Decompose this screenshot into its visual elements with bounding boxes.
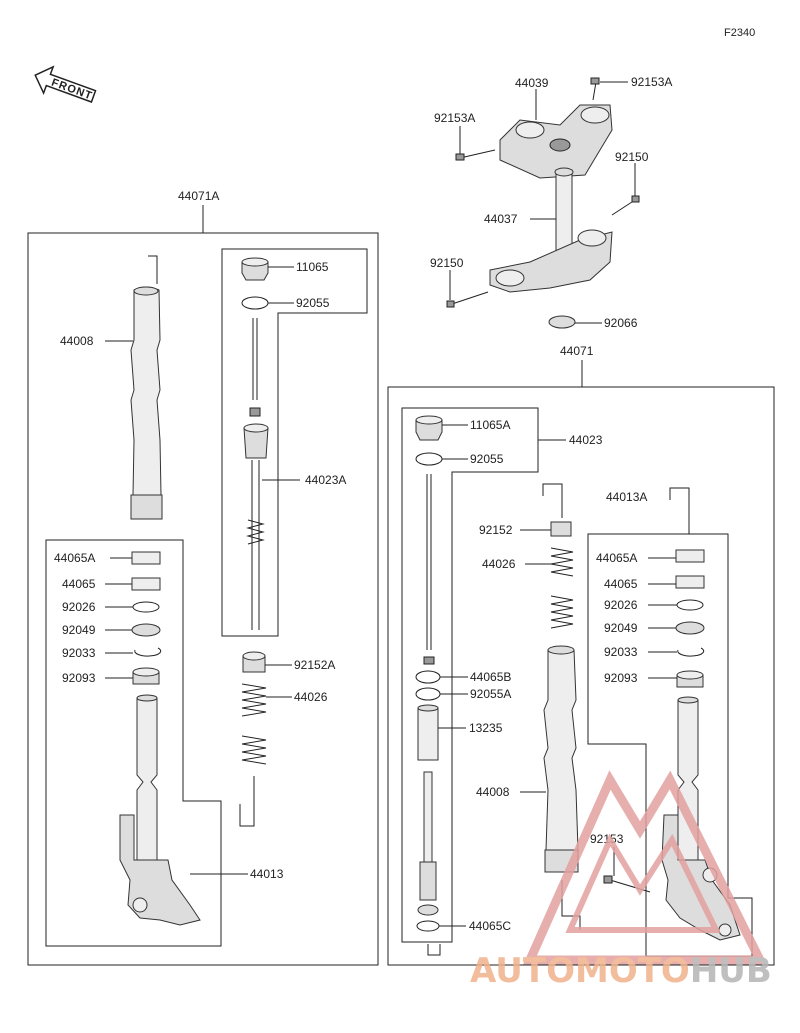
label-right-cylinder: 13235 xyxy=(469,721,503,735)
left-cartridge: 44023A xyxy=(243,318,346,630)
label-right-inner-assembly: 44023 xyxy=(569,433,603,447)
label-left-seal-0: 44065A xyxy=(54,551,95,565)
label-right-seal-5: 92093 xyxy=(604,671,638,685)
steering-assembly: 44039 92153A 92153A 44037 92150 92150 92… xyxy=(430,75,672,330)
label-left-spring: 44026 xyxy=(294,690,328,704)
left-outer-tube: 44013 xyxy=(119,694,284,926)
front-label: FRONT xyxy=(50,77,94,103)
left-fork-cap: 11065 92055 xyxy=(241,257,330,310)
label-right-cap: 11065A xyxy=(470,418,510,432)
label-left-seal-5: 92093 xyxy=(62,671,96,685)
label-bolt-left: 92150 xyxy=(430,256,464,270)
label-left-seal-4: 92033 xyxy=(62,646,96,660)
label-bolt-top-right: 92153A xyxy=(631,75,672,89)
label-upper-bracket: 44039 xyxy=(515,76,549,90)
label-right-oring: 92055A xyxy=(470,687,511,701)
label-left-tube: 44008 xyxy=(60,334,94,348)
label-left-assembly: 44071A xyxy=(178,189,219,203)
right-seals: 44065A 44065 92026 92049 92033 92093 xyxy=(596,549,705,688)
label-left-outer-tube: 44013 xyxy=(250,867,284,881)
svg-text:AUTOMOTOHUB: AUTOMOTOHUB xyxy=(470,951,772,991)
label-left-seal-3: 92049 xyxy=(62,623,96,637)
label-bolt-top-left: 92153A xyxy=(434,111,475,125)
label-right-nut: 92152 xyxy=(479,523,513,537)
label-left-seal-1: 44065 xyxy=(62,577,96,591)
watermark-moto: MOTO xyxy=(575,951,690,991)
label-right-bushing: 44065B xyxy=(470,670,511,684)
right-inner-assembly-frame xyxy=(401,407,539,943)
label-right-assembly: 44071 xyxy=(560,344,594,358)
label-right-seal-1: 44065 xyxy=(604,577,638,591)
diagram-code: F2340 xyxy=(724,27,755,39)
label-right-seal-0: 44065A xyxy=(596,551,637,565)
label-right-spring: 44026 xyxy=(482,557,516,571)
left-inner-assembly-frame xyxy=(221,248,368,637)
left-assembly-frame xyxy=(27,232,379,966)
watermark-auto: AUTO xyxy=(470,951,575,991)
right-assembly-frame xyxy=(387,386,775,966)
left-fork-tube: 44008 xyxy=(60,255,163,520)
label-stem: 44037 xyxy=(484,212,518,226)
label-right-seal-4: 92033 xyxy=(604,645,638,659)
right-fork-tube xyxy=(543,649,579,851)
label-left-cap-oring: 92055 xyxy=(296,296,330,310)
label-bearing: 92066 xyxy=(604,316,638,330)
label-right-outer-group: 44013A xyxy=(606,490,647,504)
watermark-hub: HUB xyxy=(690,951,772,991)
label-right-bolt: 92153 xyxy=(590,832,624,846)
front-arrow-icon: FRONT xyxy=(34,65,97,103)
label-left-nut: 92152A xyxy=(294,658,335,672)
label-right-seal-2: 92026 xyxy=(604,598,638,612)
left-fork-assembly: 44071A 44008 11065 92055 xyxy=(27,189,379,966)
label-left-seal-2: 92026 xyxy=(62,600,96,614)
label-bolt-right: 92150 xyxy=(615,150,649,164)
label-right-bottom: 44065C xyxy=(469,919,511,933)
label-left-inner-assembly: 44023A xyxy=(305,473,346,487)
left-seals: 44065A 44065 92026 92049 92033 92093 xyxy=(54,551,162,685)
label-right-tube: 44008 xyxy=(476,785,510,799)
label-right-seal-3: 92049 xyxy=(604,621,638,635)
left-seal-frame xyxy=(45,539,222,947)
steering-bearing xyxy=(548,315,576,329)
automotohub-watermark: AUTOMOTOHUB xyxy=(470,770,772,991)
label-right-cap-oring: 92055 xyxy=(470,452,504,466)
label-left-cap: 11065 xyxy=(296,260,329,274)
left-nut-spring: 92152A 44026 xyxy=(239,651,335,827)
